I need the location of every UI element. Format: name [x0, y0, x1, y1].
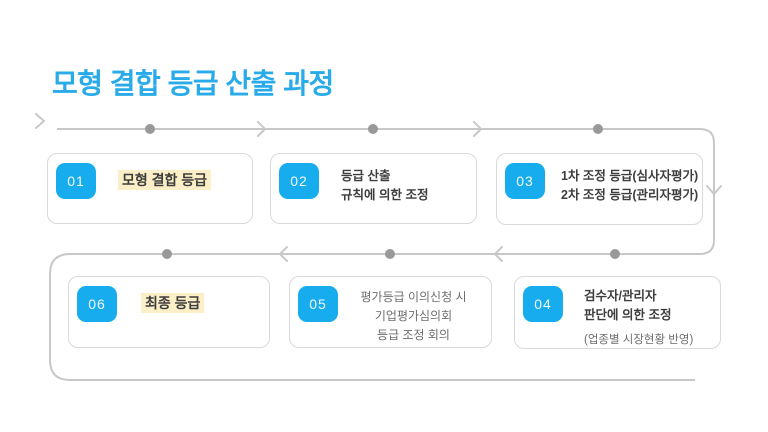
step-number-badge: 01: [56, 163, 96, 199]
step-number-badge: 04: [523, 286, 563, 322]
step-label: 모형 결합 등급: [118, 170, 212, 190]
highlighted-text: 모형 결합 등급: [118, 170, 212, 190]
flow-dot: [145, 124, 155, 134]
flow-dot: [368, 124, 378, 134]
step-line: 2차 조정 등급(관리자평가): [561, 188, 699, 202]
arrow-left-icon: [494, 246, 503, 262]
page-title: 모형 결합 등급 산출 과정: [52, 68, 334, 99]
step-label: 1차 조정 등급(심사자평가) 2차 조정 등급(관리자평가): [561, 167, 698, 205]
arrow-right-icon: [35, 113, 45, 129]
step-number-badge: 06: [77, 286, 117, 322]
step-number-badge: 03: [505, 163, 545, 199]
arrow-left-icon: [279, 246, 288, 262]
step-label: 검수자/관리자 판단에 의한 조정 (업종별 시장현황 반영): [584, 287, 693, 350]
step-number-badge: 05: [298, 286, 338, 322]
step-line: 기업평가심의회: [374, 309, 453, 323]
arrow-down-icon: [706, 185, 722, 195]
step-line: 규칙에 의한 조정: [341, 188, 429, 202]
step-box-01: 01 모형 결합 등급: [47, 153, 253, 224]
step-label: 최종 등급: [141, 293, 205, 313]
step-label: 등급 산출 규칙에 의한 조정: [341, 167, 428, 205]
step-box-06: 06 최종 등급: [68, 276, 270, 348]
step-line: 판단에 의한 조정: [584, 308, 672, 322]
step-number-badge: 02: [279, 163, 319, 199]
step-line: 평가등급 이의신청 시: [360, 290, 467, 304]
step-box-03: 03 1차 조정 등급(심사자평가) 2차 조정 등급(관리자평가): [496, 153, 703, 225]
step-line: 등급 조정 회의: [377, 328, 450, 342]
step-line: 1차 조정 등급(심사자평가): [561, 169, 699, 183]
step-box-05: 05 평가등급 이의신청 시 기업평가심의회 등급 조정 회의: [289, 276, 492, 348]
flow-dot: [162, 249, 172, 259]
flow-dot: [593, 124, 603, 134]
highlighted-text: 최종 등급: [141, 293, 205, 313]
step-note: (업종별 시장현황 반영): [584, 334, 694, 346]
step-line: 검수자/관리자: [584, 289, 657, 303]
step-line: 등급 산출: [341, 169, 391, 183]
step-box-04: 04 검수자/관리자 판단에 의한 조정 (업종별 시장현황 반영): [514, 276, 721, 349]
flow-dot: [610, 249, 620, 259]
step-label: 평가등급 이의신청 시 기업평가심의회 등급 조정 회의: [342, 288, 485, 345]
arrow-right-icon: [473, 121, 482, 137]
flow-dot: [385, 249, 395, 259]
step-box-02: 02 등급 산출 규칙에 의한 조정: [270, 153, 477, 224]
arrow-right-icon: [257, 121, 266, 137]
